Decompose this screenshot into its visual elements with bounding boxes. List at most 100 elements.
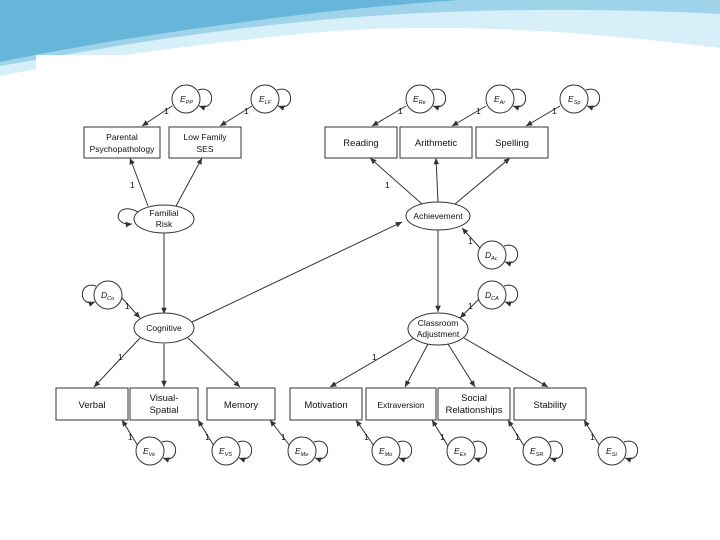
error-emo: EMo <box>371 436 413 466</box>
box-label: Reading <box>343 138 378 149</box>
arrow-ere-to-reading <box>371 105 407 127</box>
path-label-classroom-motivation: 1 <box>372 352 377 362</box>
disturbance-label: DCA <box>485 290 499 302</box>
arrow-familial-to-parental <box>129 157 149 207</box>
box-label: Arithmetic <box>415 138 457 149</box>
arrow-dac-to-achievement <box>461 227 481 249</box>
box-label: Spelling <box>495 138 529 149</box>
arrow-esr-to-social <box>507 419 525 447</box>
path-label-evs: 1 <box>205 432 210 442</box>
ellipse-label-line2: Adjustment <box>417 329 460 339</box>
arrow-eve-to-verbal <box>121 419 139 447</box>
box-label: Memory <box>224 400 259 411</box>
error-label: EPP <box>180 94 193 106</box>
arrow-emo-to-motivation <box>355 419 375 447</box>
arrow-elf-to-lowses <box>219 105 253 127</box>
error-eex: EEx <box>446 436 488 466</box>
box-label: Motivation <box>304 400 347 411</box>
arrow-familial-to-lowses <box>175 157 203 207</box>
error-eve: EVe <box>135 436 177 466</box>
path-label-eex: 1 <box>440 432 445 442</box>
path-label-achievement-reading: 1 <box>385 180 390 190</box>
box-label-line1: Social <box>461 393 487 404</box>
error-label: EEx <box>454 446 466 458</box>
arrow-epp-to-parental <box>141 105 173 127</box>
observed-memory: Memory <box>206 387 276 421</box>
observed-stability: Stability <box>513 387 587 421</box>
observed-parental-psychopathology: Parental Psychopathology <box>83 126 161 159</box>
latent-familial-risk: Familial Risk <box>117 204 195 234</box>
observed-extraversion: Extraversion <box>365 387 437 421</box>
error-epp: EPP <box>171 84 213 114</box>
error-label: ESR <box>530 446 543 458</box>
path-labels: 1 1 1 1 1 1 1 1 1 1 1 1 1 1 1 1 1 1 1 <box>118 106 595 442</box>
variance-loop <box>623 440 639 463</box>
observed-reading: Reading <box>324 126 398 159</box>
error-ere: ERe <box>405 84 447 114</box>
path-label-emo: 1 <box>364 432 369 442</box>
arrow-classroom-to-stability <box>463 337 549 388</box>
variance-loop <box>81 284 97 307</box>
error-label: ESp <box>568 94 580 106</box>
path-label-ear: 1 <box>476 106 481 116</box>
path-label-cognitive-verbal: 1 <box>118 352 123 362</box>
variance-loop <box>313 440 329 463</box>
error-esr: ESR <box>522 436 564 466</box>
error-eme: EMe <box>287 436 329 466</box>
arrow-eex-to-extraversion <box>431 419 449 447</box>
path-label-eve: 1 <box>128 432 133 442</box>
arrow-achievement-to-arithmetic <box>433 157 440 203</box>
arrow-evs-to-visual <box>197 419 215 447</box>
variance-loop <box>503 284 519 307</box>
latent-classroom-adjustment: Classroom Adjustment <box>407 312 469 346</box>
error-evs: EVS <box>211 436 253 466</box>
arrow-classroom-to-social <box>447 343 476 388</box>
ellipse-label: Achievement <box>413 211 463 221</box>
path-label-ere: 1 <box>398 106 403 116</box>
box-label-line1: Low Family <box>184 132 228 142</box>
arrow-achievement-to-reading <box>369 157 423 205</box>
variance-loop <box>117 208 139 228</box>
disturbance-label: DAc <box>485 250 498 262</box>
error-esp: ESp <box>559 84 601 114</box>
observed-low-family-ses: Low Family SES <box>168 126 242 159</box>
arrow-achievement-to-spelling <box>454 157 511 205</box>
path-label-epp: 1 <box>164 106 169 116</box>
variance-loop <box>276 88 292 111</box>
observed-arithmetic: Arithmetic <box>399 126 473 159</box>
disturbance-dac: DAc <box>477 240 519 270</box>
error-label: ERe <box>413 94 426 106</box>
box-label: Stability <box>533 400 567 411</box>
arrow-esp-to-spelling <box>525 105 561 127</box>
path-label-elf: 1 <box>244 106 249 116</box>
path-label-dac: 1 <box>468 236 473 246</box>
disturbance-label: DCo <box>101 290 114 302</box>
disturbance-dco: DCo <box>81 280 123 310</box>
error-label: ELF <box>259 94 272 106</box>
path-label-dca: 1 <box>468 301 473 311</box>
box-label-line2: Relationships <box>445 405 502 416</box>
ellipse-label-line1: Familial <box>149 208 178 218</box>
path-arrows <box>93 105 601 447</box>
arrow-cognitive-to-achievement <box>191 221 403 323</box>
variance-loop <box>237 440 253 463</box>
ellipse-label-line1: Classroom <box>418 318 459 328</box>
ellipse-label-line2: Risk <box>156 219 173 229</box>
error-elf: ELF <box>250 84 292 114</box>
box-label: Extraversion <box>377 400 425 410</box>
path-label-dco: 1 <box>125 301 130 311</box>
box-label-line2: Spatial <box>149 405 178 416</box>
variance-loop <box>511 88 527 111</box>
arrow-cognitive-to-verbal <box>93 337 141 388</box>
latent-achievement: Achievement <box>405 201 471 231</box>
error-label: EAr <box>494 94 506 106</box>
path-label-esp: 1 <box>552 106 557 116</box>
path-label-est: 1 <box>590 432 595 442</box>
box-label-line1: Visual- <box>150 393 179 404</box>
variance-loop <box>548 440 564 463</box>
variance-loop <box>503 244 519 267</box>
error-label: EMe <box>295 446 308 458</box>
arrow-est-to-stability <box>583 419 601 447</box>
error-label: EVe <box>143 446 155 458</box>
